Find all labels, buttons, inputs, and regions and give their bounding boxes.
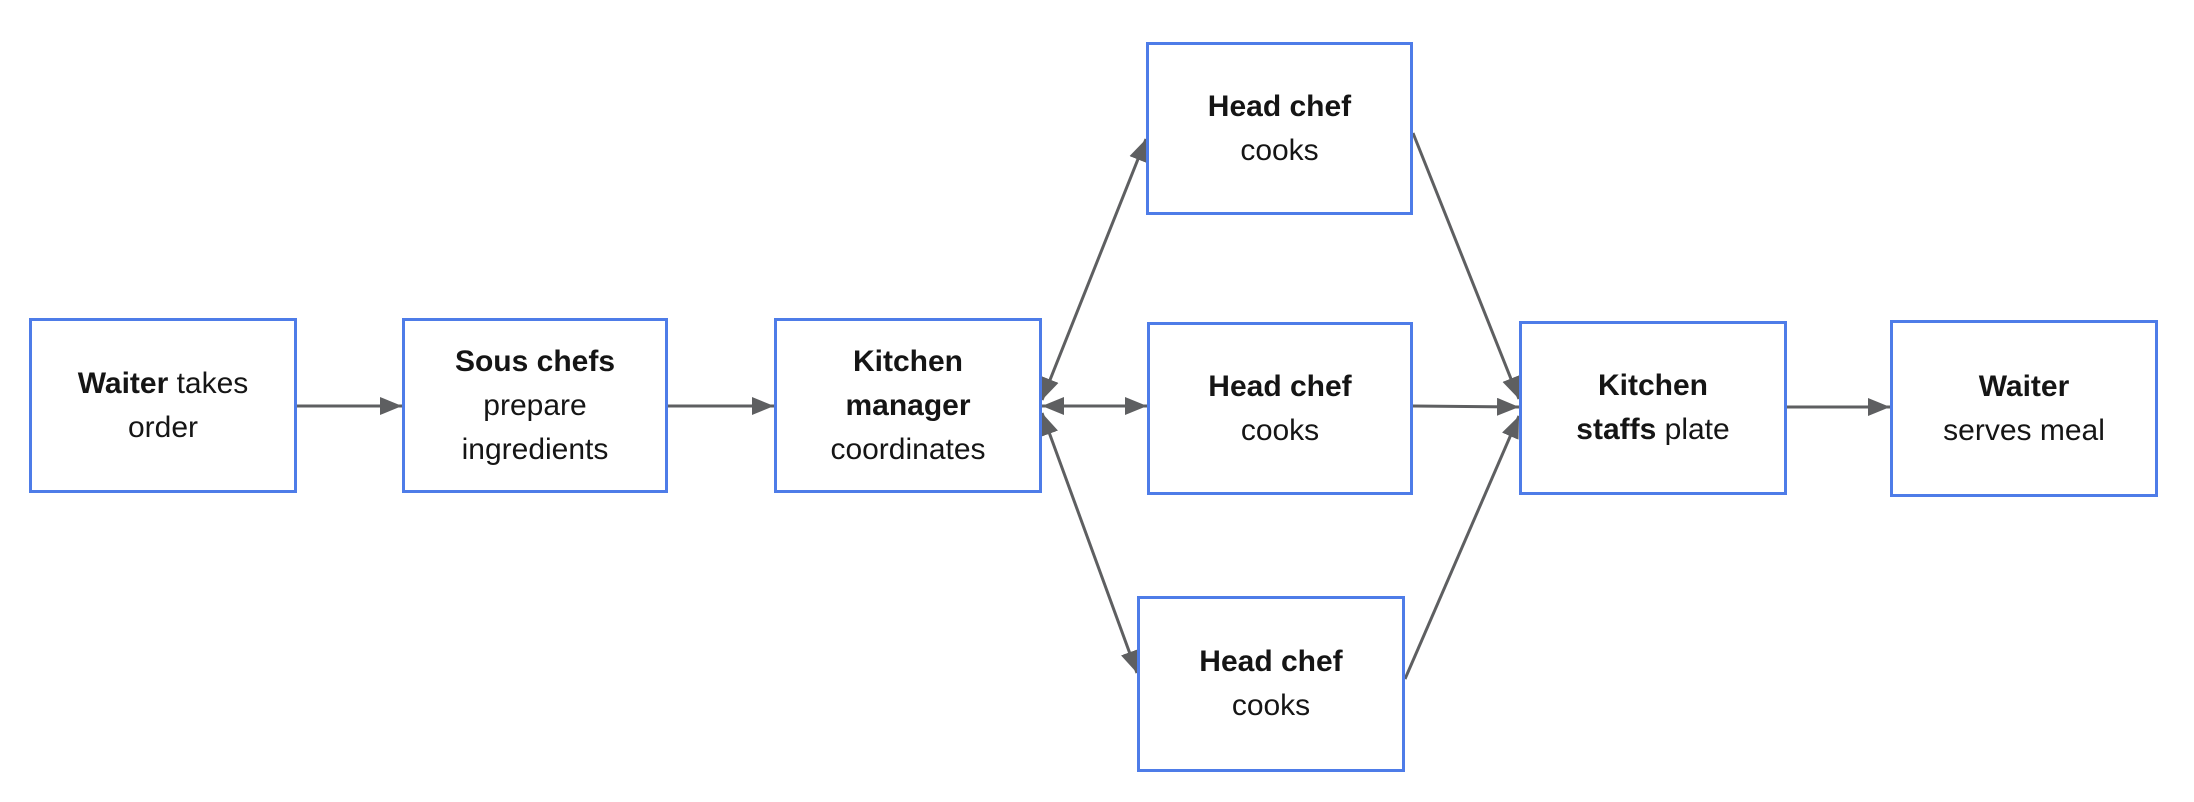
edge-head-chef-middle-to-kitchen-staffs: [1412, 397, 1520, 416]
node-label-line: prepare: [483, 384, 586, 428]
node-label-line: Kitchen: [853, 340, 963, 384]
node-label-bold-text: Kitchen: [1597, 369, 1708, 402]
node-kitchen-staffs-plate: Kitchen staffs plate: [1519, 321, 1787, 495]
node-label-bold-text: staffs: [1576, 413, 1657, 446]
node-waiter-takes-order: Waiter takes order: [29, 318, 297, 493]
node-label-text: cooks: [1240, 413, 1320, 447]
node-label-line: Head chef: [1208, 365, 1351, 409]
node-label-line: Waiter: [1979, 365, 2070, 409]
node-label-text: takes: [168, 366, 249, 400]
node-label-bold-text: Kitchen: [852, 344, 963, 378]
node-label-bold-text: manager: [845, 388, 971, 422]
node-label-line: Head chef: [1199, 640, 1342, 684]
node-label-text: cooks: [1231, 689, 1311, 722]
node-waiter-serves-meal: Waiter serves meal: [1890, 320, 2158, 497]
node-label-bold-text: Waiter: [1978, 369, 2070, 403]
node-label-line: Waiter takes: [78, 362, 249, 406]
node-label-text: prepare: [483, 388, 587, 422]
edge-head-chef-top-to-kitchen-staffs: [1411, 132, 1521, 400]
node-label-line: manager: [845, 384, 970, 428]
node-label-text: cooks: [1240, 133, 1319, 167]
edge-kitchen-manager-head-chef-top: [1040, 138, 1148, 401]
node-kitchen-manager-coordinates: Kitchen manager coordinates: [774, 318, 1042, 493]
node-label-line: staffs plate: [1576, 408, 1729, 452]
node-label-line: serves meal: [1943, 409, 2105, 453]
node-label-text: coordinates: [830, 432, 986, 466]
node-head-chef-top: Head chef cooks: [1146, 42, 1413, 215]
node-head-chef-middle: Head chef cooks: [1147, 322, 1413, 495]
node-label-bold-text: Waiter: [77, 366, 169, 400]
node-label-bold-text: Head chef: [1208, 369, 1352, 403]
node-label-line: Kitchen: [1598, 364, 1708, 408]
node-label-text: serves meal: [1943, 413, 2105, 447]
node-label-text: order: [127, 410, 199, 444]
node-sous-chefs-prepare: Sous chefs prepare ingredients: [402, 318, 668, 493]
node-label-bold-text: Head chef: [1207, 89, 1352, 123]
node-head-chef-bottom: Head chef cooks: [1137, 596, 1405, 772]
node-label-line: cooks: [1240, 129, 1318, 173]
node-label-line: Head chef: [1208, 85, 1351, 129]
edge-head-chef-bottom-to-kitchen-staffs: [1403, 415, 1521, 680]
node-label-line: cooks: [1241, 409, 1319, 453]
node-label-line: Sous chefs: [455, 340, 615, 384]
node-label-bold-text: Head chef: [1199, 645, 1343, 678]
node-label-line: order: [128, 406, 198, 450]
node-label-line: ingredients: [462, 428, 609, 472]
node-label-line: cooks: [1232, 684, 1310, 728]
node-label-line: coordinates: [830, 428, 985, 472]
node-label-text: plate: [1656, 413, 1730, 446]
node-label-bold-text: Sous chefs: [454, 344, 616, 378]
edge-kitchen-manager-head-chef-bottom: [1040, 412, 1139, 674]
node-label-text: ingredients: [461, 432, 609, 466]
